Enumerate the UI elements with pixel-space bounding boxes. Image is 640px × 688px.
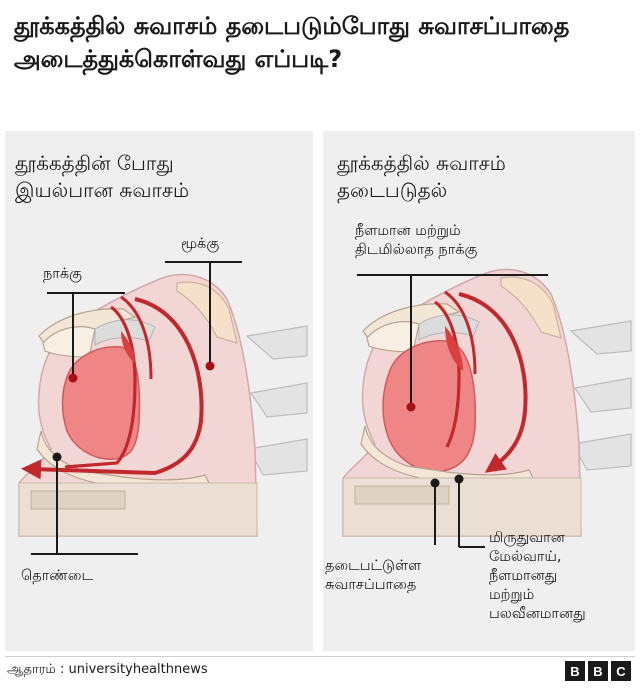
throat-label: தொண்டை — [21, 568, 94, 584]
soft-palate-label-line3: நீளமானது — [489, 568, 558, 584]
long-soft-tongue-label: நீளமான மற்றும் திடமில்லாத நாக்கு — [355, 222, 477, 260]
long-soft-tongue-label-line2: திடமில்லாத நாக்கு — [355, 242, 478, 258]
sleep-apnea-heading: தூக்கத்தில் சுவாசம் தடைபடுதல் — [337, 150, 506, 204]
blocked-airway-label: தடைபட்டுள்ள சுவாசப்பாதை — [325, 557, 421, 595]
normal-breathing-heading-line2: இயல்பான சுவாசம் — [15, 178, 190, 202]
bbc-logo: B B C — [565, 661, 631, 681]
sleep-apnea-panel: தூக்கத்தில் சுவாசம் தடைபடுதல் நீளமான மற்… — [323, 131, 635, 651]
bbc-logo-letter: B — [588, 661, 608, 681]
normal-breathing-heading-line1: தூக்கத்தின் போது — [15, 151, 174, 175]
blocked-airway-label-line2: சுவாசப்பாதை — [325, 577, 417, 593]
bbc-logo-letter: C — [611, 661, 631, 681]
page-title: தூக்கத்தில் சுவாசம் தடைபடும்போது சுவாசப்… — [14, 12, 570, 73]
blocked-airway-label-line1: தடைபட்டுள்ள — [325, 558, 422, 574]
blocked-airway-illustration — [342, 268, 632, 548]
normal-breathing-heading: தூக்கத்தின் போது இயல்பான சுவாசம் — [15, 150, 189, 204]
soft-palate-label-line1: மிருதுவான — [489, 530, 565, 546]
soft-palate-label-line2: மேல்வாய், — [489, 549, 562, 565]
soft-palate-label: மிருதுவான மேல்வாய், நீளமானது மற்றும் பலவ… — [489, 529, 586, 624]
long-soft-tongue-label-line1: நீளமான மற்றும் — [355, 223, 461, 239]
normal-airway-illustration — [18, 261, 308, 555]
footer-divider — [5, 656, 635, 657]
soft-palate-label-line5: பலவீனமானது — [489, 606, 586, 622]
normal-breathing-panel: தூக்கத்தின் போது இயல்பான சுவாசம் மூக்கு … — [5, 131, 313, 651]
tongue-label: நாக்கு — [43, 266, 82, 282]
sleep-apnea-heading-line1: தூக்கத்தில் சுவாசம் — [337, 151, 506, 175]
nose-label: மூக்கு — [181, 236, 220, 252]
bbc-logo-letter: B — [565, 661, 585, 681]
soft-palate-label-line4: மற்றும் — [489, 587, 535, 603]
source-credit: ஆதாரம் : universityhealthnews — [7, 662, 208, 677]
sleep-apnea-heading-line2: தடைபடுதல் — [337, 178, 448, 202]
